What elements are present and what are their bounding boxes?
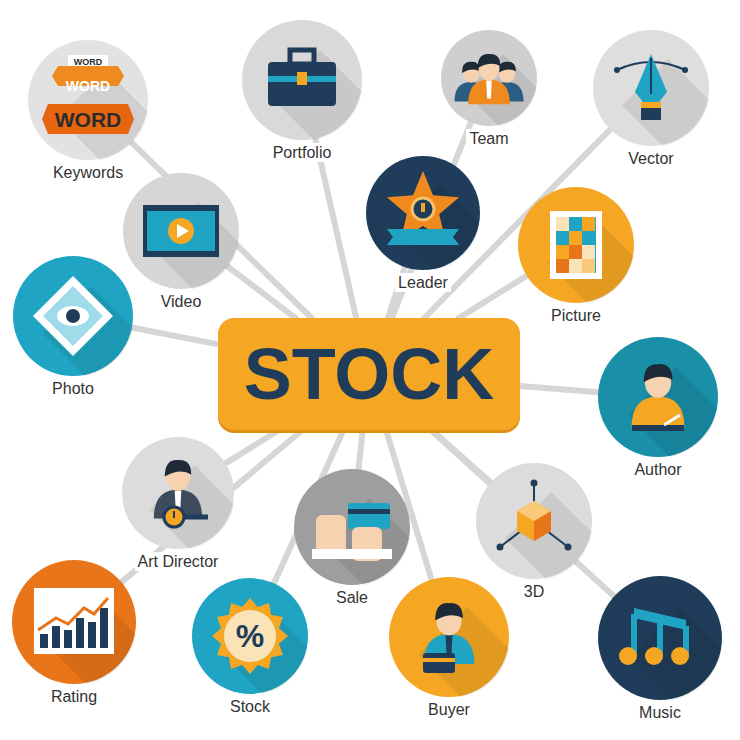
topic-circle: Rating <box>12 560 136 684</box>
circle-icon <box>366 156 480 270</box>
keyword-tag: WORD <box>74 58 103 67</box>
circle-caption: Photo <box>49 379 97 398</box>
circle-icon <box>294 469 410 585</box>
circle-caption: Video <box>158 292 205 311</box>
circle-caption: Team <box>466 129 511 148</box>
topic-circle: 3D <box>476 463 592 579</box>
circle-caption: Sale <box>333 588 371 607</box>
circle-caption: Author <box>631 460 684 479</box>
circle-icon <box>598 337 718 457</box>
topic-circle: Video <box>123 173 239 289</box>
topic-circle: Team <box>441 30 537 126</box>
circle-icon <box>389 577 509 697</box>
circle-icon <box>122 437 234 549</box>
topic-circle: Vector <box>593 30 709 146</box>
circle-caption: Art Director <box>135 552 222 571</box>
percent-sign: % <box>236 620 264 652</box>
keyword-tag: WORD <box>55 109 122 130</box>
connector-line <box>520 386 598 392</box>
connector-line <box>431 430 614 596</box>
connector-line <box>227 266 295 318</box>
hub-box: STOCK <box>218 318 520 430</box>
circle-icon <box>123 173 239 289</box>
hub-title: STOCK <box>244 338 495 410</box>
circle-caption: Picture <box>548 306 604 325</box>
connector-line <box>358 430 362 469</box>
circle-caption: Portfolio <box>270 143 335 162</box>
keyword-tag: WORD <box>66 79 110 93</box>
circle-icon <box>242 20 362 140</box>
connector-line <box>132 328 218 345</box>
circle-caption: 3D <box>521 582 547 601</box>
topic-circle: Sale <box>294 469 410 585</box>
circle-icon <box>593 30 709 146</box>
circle-icon <box>518 187 634 303</box>
topic-circle: Portfolio <box>242 20 362 140</box>
circle-caption: Buyer <box>425 700 473 719</box>
circle-caption: Keywords <box>50 163 126 182</box>
topic-circle: Author <box>598 337 718 457</box>
circle-caption: Music <box>636 703 684 722</box>
connector-line <box>459 276 527 318</box>
topic-circle: Picture <box>518 187 634 303</box>
circle-caption: Vector <box>625 149 676 168</box>
topic-circle: Music <box>598 576 722 700</box>
connector-line <box>315 139 356 319</box>
circle-icon <box>476 463 592 579</box>
connector-line <box>131 142 312 318</box>
circle-icon <box>598 576 722 700</box>
circle-icon <box>13 256 133 376</box>
circle-caption: Rating <box>48 687 100 706</box>
topic-circle: Art Director <box>122 437 234 549</box>
circle-icon <box>441 30 537 126</box>
topic-circle: Buyer <box>389 577 509 697</box>
topic-circle: Photo <box>13 256 133 376</box>
circle-caption: Stock <box>227 697 273 716</box>
connector-line <box>121 430 302 582</box>
topic-circle: Leader <box>366 156 480 270</box>
circle-icon <box>12 560 136 684</box>
circle-caption: Leader <box>395 273 451 292</box>
